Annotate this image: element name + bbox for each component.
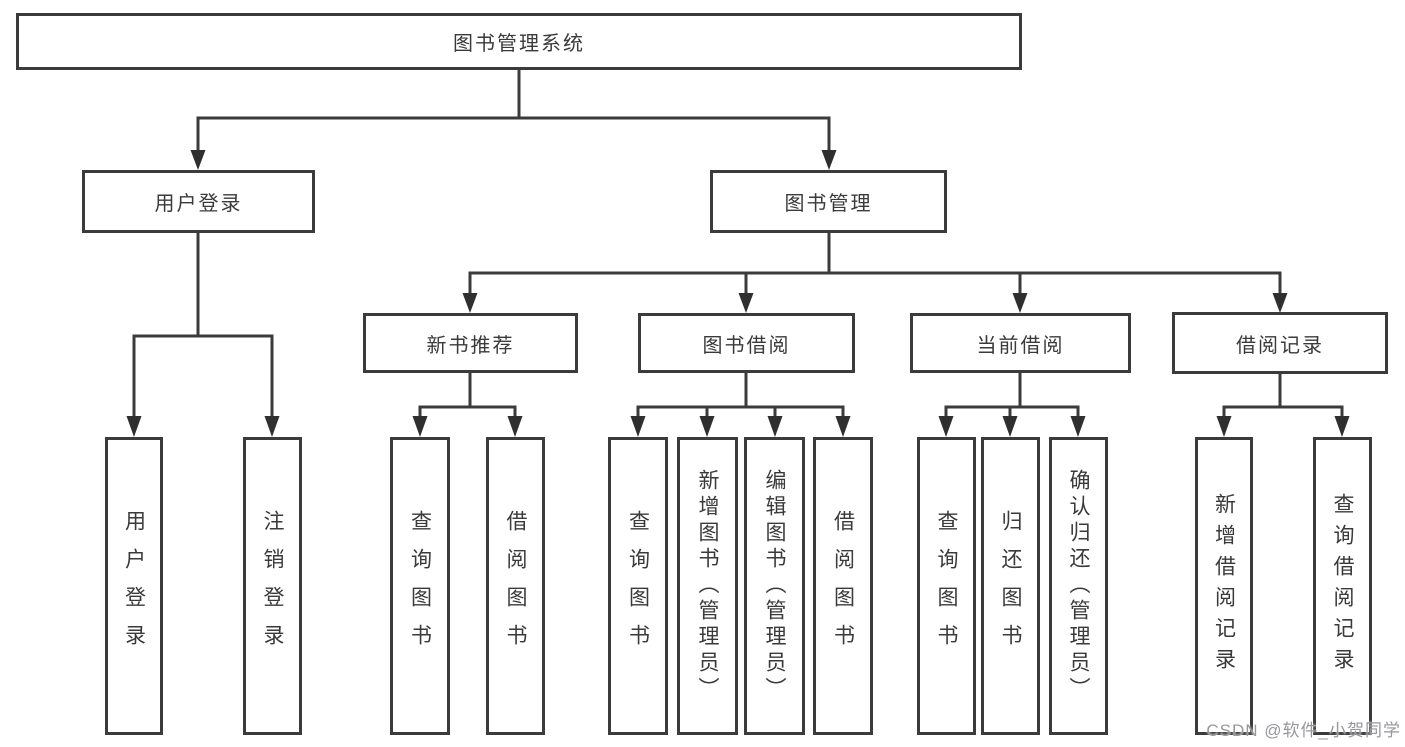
node-query-books-current: 查询图书 xyxy=(917,437,976,735)
node-logout-leaf: 注销登录 xyxy=(243,437,302,735)
node-new-book-recommendation: 新书推荐 xyxy=(363,313,578,373)
node-query-books-recommend: 查询图书 xyxy=(390,437,450,735)
node-borrowing-records: 借阅记录 xyxy=(1172,312,1388,374)
node-query-borrow-record: 查询借阅记录 xyxy=(1313,437,1372,735)
node-edit-books-admin: 编辑图书（管理员） xyxy=(744,437,805,735)
node-root: 图书管理系统 xyxy=(16,13,1022,70)
node-current-borrowing: 当前借阅 xyxy=(910,313,1131,373)
watermark: CSDN @软件_小贺同学 xyxy=(1206,721,1401,740)
node-user-login-branch: 用户登录 xyxy=(82,170,315,233)
node-query-books-borrowing: 查询图书 xyxy=(608,437,668,735)
node-confirm-return-admin: 确认归还（管理员） xyxy=(1049,437,1108,735)
node-return-books: 归还图书 xyxy=(981,437,1040,735)
node-borrow-books-leaf: 借阅图书 xyxy=(813,437,873,735)
node-add-books-admin: 新增图书（管理员） xyxy=(677,437,738,735)
node-add-borrow-record: 新增借阅记录 xyxy=(1195,437,1253,735)
node-borrow-books-recommend: 借阅图书 xyxy=(486,437,545,735)
node-book-borrowing: 图书借阅 xyxy=(638,313,855,373)
node-book-management-branch: 图书管理 xyxy=(710,170,947,233)
node-user-login-leaf: 用户登录 xyxy=(105,437,163,735)
